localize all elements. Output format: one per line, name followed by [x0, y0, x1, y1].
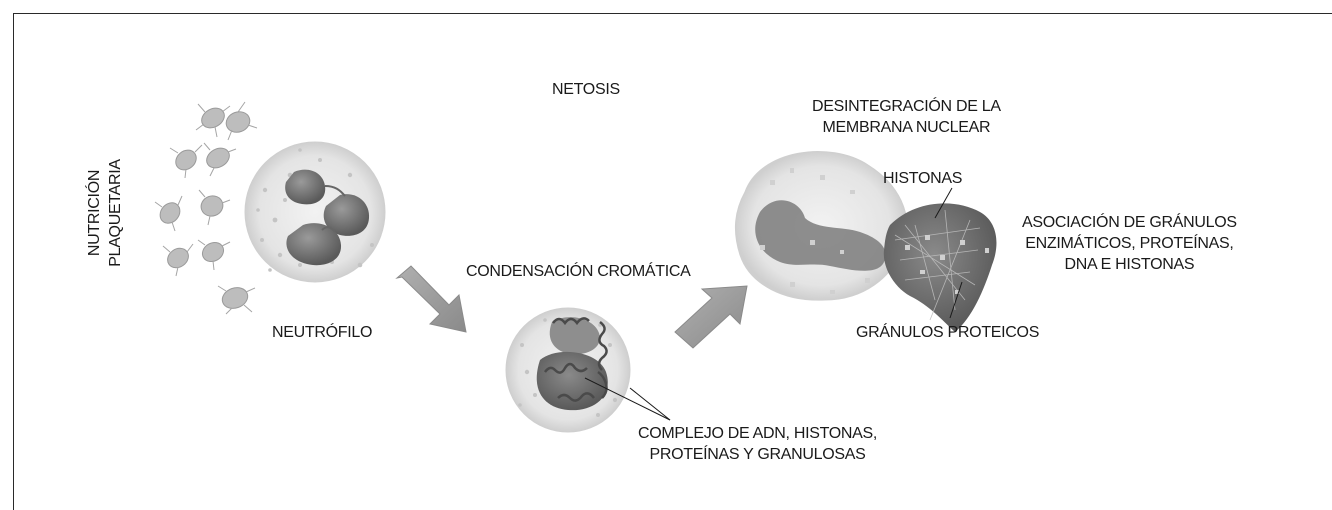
granules-pointer-line	[949, 281, 963, 319]
complex-label-line-1: COMPLEJO DE ADN, HISTONAS,	[638, 425, 878, 442]
platelet	[169, 144, 203, 179]
complex-label: COMPLEJO DE ADN, HISTONAS, PROTEÍNAS Y G…	[638, 423, 877, 465]
platelet	[203, 142, 237, 177]
association-label-line-3: DNA E HISTONAS	[1064, 256, 1195, 273]
association-label: ASOCIACIÓN DE GRÁNULOS ENZIMÁTICOS, PROT…	[1022, 212, 1237, 275]
protein-granules-label: GRÁNULOS PROTEICOS	[856, 324, 1040, 341]
platelet	[217, 285, 256, 315]
neutrophil-cell	[244, 141, 386, 283]
disintegration-label-line-2: MEMBRANA NUCLEAR	[822, 119, 991, 136]
chromatin-condensation-cell	[505, 307, 631, 433]
disintegration-label: DESINTEGRACIÓN DE LA MEMBRANA NUCLEAR	[812, 96, 1001, 138]
platelet	[225, 101, 258, 141]
platelet	[198, 189, 231, 226]
association-label-line-1: ASOCIACIÓN DE GRÁNULOS	[1022, 214, 1237, 231]
condensation-label: CONDENSACIÓN CROMÁTICA	[466, 263, 691, 280]
platelet-label-line-2: PLAQUETARIA	[107, 159, 124, 267]
disintegration-label-line-1: DESINTEGRACIÓN DE LA	[812, 98, 1001, 115]
platelet	[195, 103, 231, 138]
complex-pointer-line-1	[584, 377, 671, 421]
histones-pointer-line	[934, 187, 953, 219]
diagram-title: NETOSIS	[552, 81, 620, 98]
complex-pointer-line-2	[629, 387, 671, 421]
platelet	[197, 239, 231, 271]
complex-label-line-2: PROTEÍNAS Y GRANULOSAS	[649, 446, 866, 463]
histones-label: HISTONAS	[883, 170, 963, 187]
platelet	[162, 243, 194, 277]
figure-frame	[13, 13, 1332, 510]
association-label-line-2: ENZIMÁTICOS, PROTEÍNAS,	[1025, 235, 1234, 252]
platelet	[154, 195, 183, 232]
platelet-label: NUTRICIÓN PLAQUETARIA	[84, 153, 126, 273]
arrow-1	[395, 265, 467, 333]
arrow-2	[674, 285, 748, 349]
platelet-label-line-1: NUTRICIÓN	[86, 169, 103, 257]
platelets-group	[154, 101, 258, 315]
neutrophil-label: NEUTRÓFILO	[272, 324, 373, 341]
nuclear-disintegration-cell	[735, 151, 997, 332]
